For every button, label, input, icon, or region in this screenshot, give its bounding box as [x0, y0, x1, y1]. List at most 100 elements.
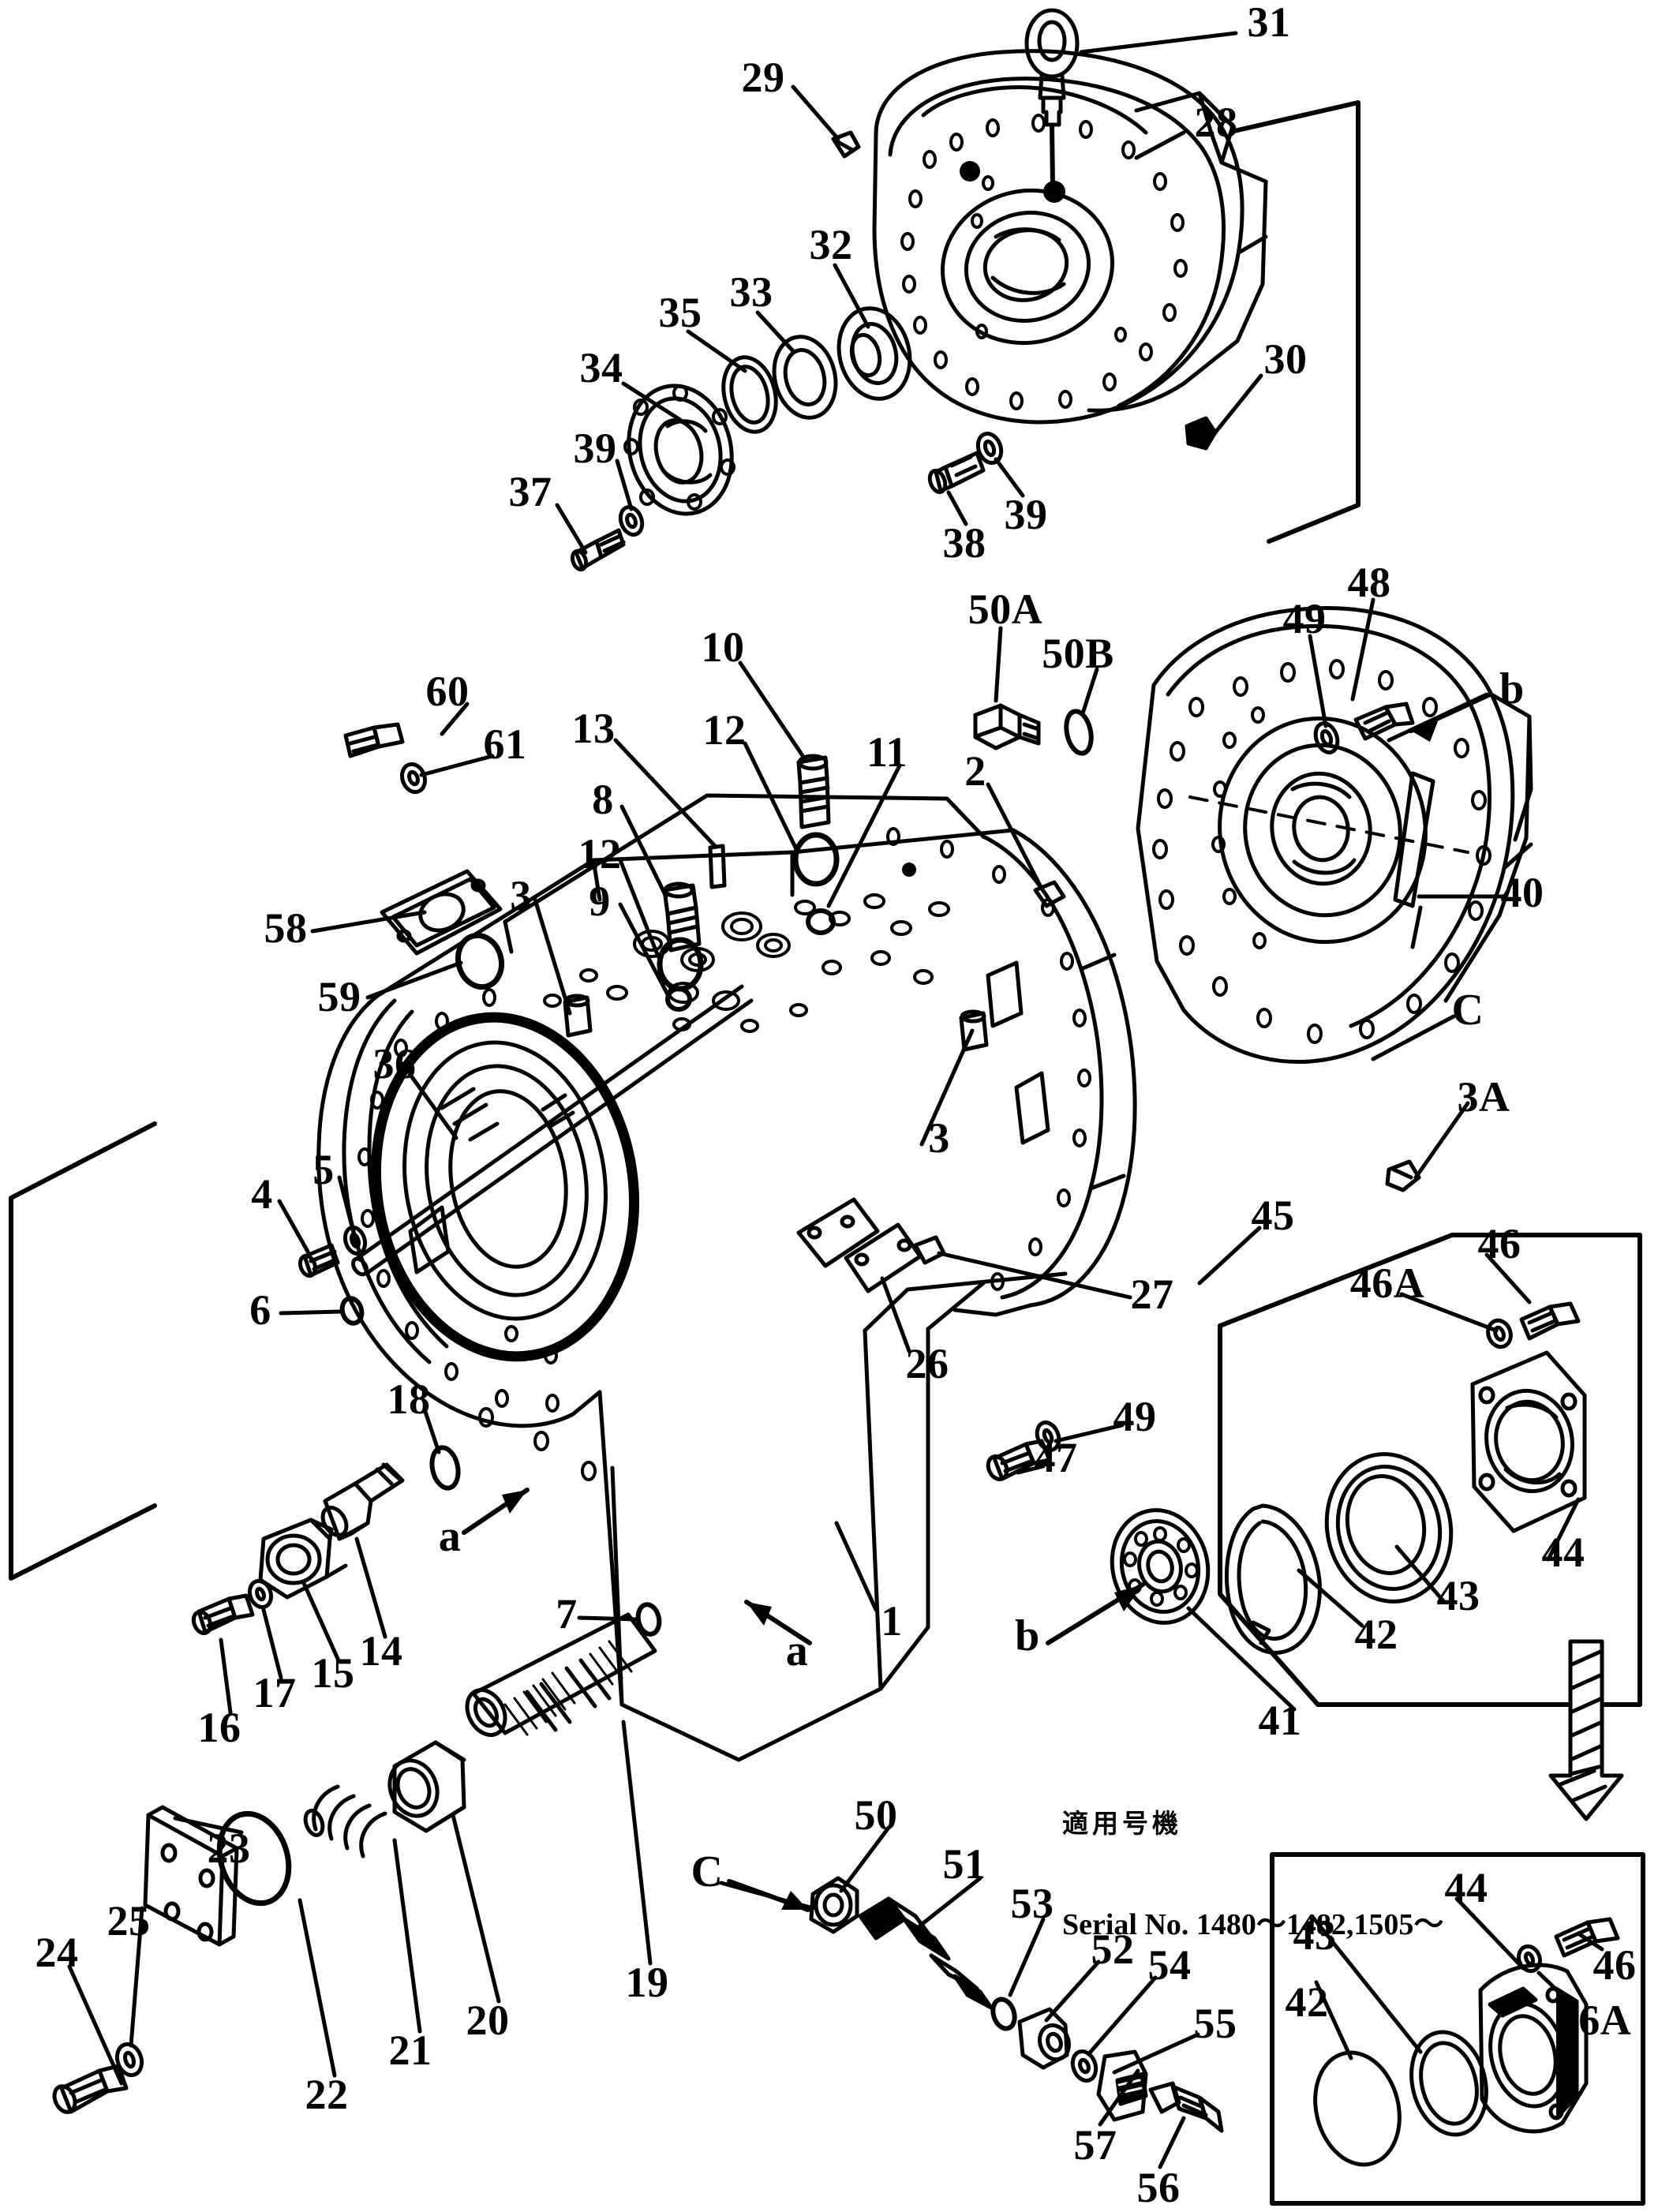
callout-36: 36	[372, 1040, 417, 1087]
plate-26	[796, 1197, 923, 1293]
callout-3b: 3	[928, 1114, 950, 1162]
callout-47: 47	[1034, 1434, 1078, 1481]
callout-53: 53	[1010, 1880, 1054, 1927]
callout-26: 26	[905, 1340, 949, 1387]
transmission-case-1	[316, 793, 1137, 1762]
pin-13	[708, 844, 727, 889]
callout-61: 61	[483, 720, 527, 768]
plug-8	[662, 881, 702, 953]
callout-12a: 12	[702, 706, 747, 754]
screen-mesh	[503, 1640, 633, 1736]
callout-6: 6	[249, 1286, 271, 1334]
callout-39b: 39	[1004, 491, 1048, 538]
callout-46Ab: 46A	[1556, 1997, 1632, 2044]
case-bolt-holes	[357, 827, 1091, 1481]
callout-41: 41	[1258, 1697, 1302, 1744]
callout-59: 59	[317, 973, 361, 1020]
callout-24: 24	[35, 1929, 79, 1976]
callout-55: 55	[1193, 2000, 1237, 2047]
down-arrow	[1548, 1639, 1624, 1821]
oring-59	[455, 932, 505, 990]
valve-body-52	[1017, 2007, 1072, 2070]
bolt-16	[191, 1593, 255, 1636]
callout-19: 19	[625, 1959, 669, 2006]
callout-a-bot: a	[785, 1626, 809, 1675]
dowel-3-left	[563, 994, 593, 1038]
callout-48: 48	[1347, 559, 1391, 606]
callout-29: 29	[741, 54, 785, 101]
callout-12b: 12	[578, 830, 622, 878]
callout-C-bot: C	[691, 1847, 724, 1896]
seal-stack-top	[721, 306, 912, 434]
inset-upper-contents	[1110, 1301, 1587, 1655]
callout-30: 30	[1263, 335, 1308, 383]
callout-46b: 46	[1593, 1941, 1637, 1989]
callout-1: 1	[881, 1597, 903, 1645]
washer-50B	[1064, 709, 1094, 756]
oring-36	[370, 1012, 640, 1362]
callout-10: 10	[701, 623, 745, 671]
callout-2: 2	[964, 747, 986, 795]
callout-33: 33	[729, 268, 773, 316]
callout-25: 25	[107, 1897, 151, 1944]
callout-50A: 50A	[967, 586, 1043, 633]
callout-50: 50	[854, 1791, 898, 1839]
spring-21	[303, 1784, 387, 1858]
callout-4: 4	[251, 1170, 273, 1218]
frame-bracket-topright	[1232, 100, 1360, 544]
callout-18: 18	[387, 1375, 431, 1423]
callout-17: 17	[253, 1669, 297, 1716]
plug-4	[298, 1243, 340, 1278]
callout-a-mid: a	[438, 1512, 462, 1561]
bolt-47	[986, 1439, 1052, 1481]
bolt-56	[1170, 2084, 1224, 2133]
callout-3A: 3A	[1457, 1073, 1510, 1121]
washer-49-top	[1313, 721, 1340, 754]
serial-note: 適用号機 Serial No. 1480～1482,1505～	[1062, 1740, 1443, 2012]
callout-31: 31	[1247, 0, 1291, 46]
valve-spool-51	[858, 1896, 994, 2010]
callout-5: 5	[313, 1146, 335, 1193]
callout-32: 32	[809, 221, 853, 268]
oring-7	[635, 1602, 662, 1637]
callout-7: 7	[556, 1590, 578, 1637]
serial-note-number: Serial No. 1480～1482,1505～	[1062, 1908, 1444, 1942]
callout-16: 16	[197, 1704, 241, 1751]
elbow-15	[258, 1518, 348, 1600]
callout-37: 37	[508, 468, 552, 515]
dowel-2	[1033, 880, 1066, 908]
cover-plate-58	[380, 869, 503, 956]
flange-34	[623, 384, 735, 516]
callout-45: 45	[1251, 1192, 1295, 1239]
callout-42b: 42	[1285, 1978, 1329, 2026]
callout-20: 20	[466, 1997, 510, 2044]
callout-49b: 49	[1113, 1393, 1157, 1440]
filter-screen-19	[465, 1612, 657, 1737]
plug-3A	[1385, 1159, 1421, 1192]
callout-11: 11	[866, 728, 908, 776]
frame-bracket-left	[9, 1121, 157, 1581]
callout-9: 9	[589, 878, 611, 925]
plug-30	[1185, 416, 1218, 451]
washer-61	[399, 762, 428, 795]
callout-22: 22	[305, 2071, 349, 2118]
callout-38: 38	[942, 519, 986, 567]
callout-15: 15	[311, 1649, 355, 1697]
callout-54: 54	[1147, 1941, 1192, 1989]
flywheel-housing-28	[872, 49, 1268, 425]
washer-54	[1070, 2049, 1098, 2083]
oring-12-a	[792, 832, 840, 887]
callout-58: 58	[264, 904, 308, 952]
oring-11	[806, 908, 836, 935]
bolt-10	[796, 754, 831, 829]
valve-seat-50	[809, 1876, 859, 1934]
callout-57: 57	[1073, 2121, 1117, 2169]
callout-C-right: C	[1451, 986, 1484, 1035]
washer-bolt-37-39	[570, 505, 645, 572]
callout-8: 8	[592, 776, 614, 823]
callout-13: 13	[571, 705, 616, 752]
dowel-3-right	[959, 1009, 989, 1052]
bolt-24	[52, 2064, 129, 2114]
callout-b-left: b	[1015, 1611, 1040, 1660]
callout-44: 44	[1541, 1529, 1585, 1576]
